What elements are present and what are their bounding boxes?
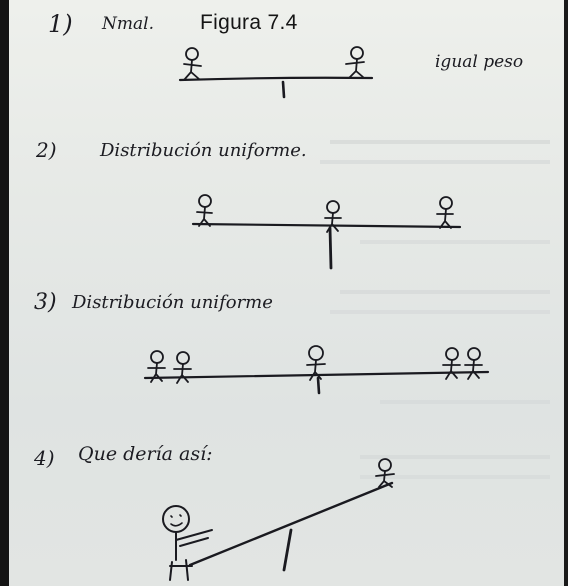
sketch-1-seesaw [180, 47, 372, 97]
sketch-4-seesaw [163, 459, 394, 580]
fulcrum-1 [283, 82, 284, 97]
plank-1 [180, 78, 372, 80]
figure-left-2 [197, 195, 212, 226]
figure-pair-right-3 [443, 348, 482, 379]
plank-2 [193, 224, 460, 227]
figure-center-2 [325, 201, 341, 232]
figure-heavy-left-4 [163, 506, 212, 580]
fulcrum-3 [318, 378, 319, 393]
sketch-3-seesaw [145, 346, 488, 393]
fulcrum-4 [284, 530, 291, 570]
figure-left-1 [184, 48, 201, 80]
figure-right-1 [346, 47, 364, 78]
sketch-2-seesaw [193, 195, 460, 268]
figure-right-2 [437, 197, 453, 228]
plank-4 [190, 483, 392, 565]
fulcrum-2 [330, 228, 331, 268]
